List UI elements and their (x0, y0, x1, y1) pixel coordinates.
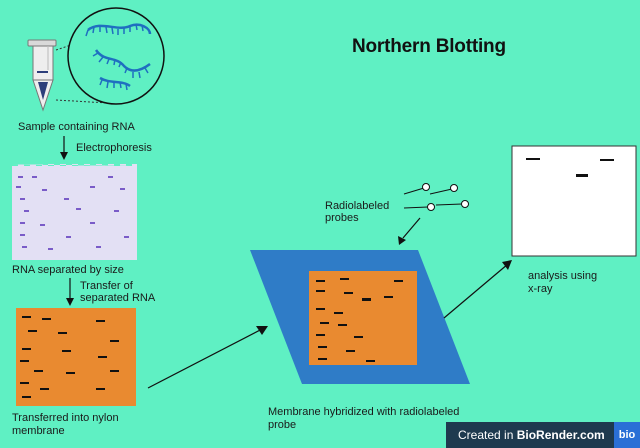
biorender-logo-icon: bio (614, 422, 640, 448)
zoom-lines (55, 37, 109, 104)
badge-text: Created in BioRender.com (446, 428, 614, 442)
gel (12, 164, 137, 260)
transferred-label-line2: membrane (12, 425, 65, 437)
rna-strand-icon (67, 7, 165, 105)
transfer-label-line1: Transfer of (80, 280, 133, 292)
arrow-to-hybridization (147, 326, 268, 389)
hybridized-label-line1: Membrane hybridized with radiolabeled (268, 406, 460, 418)
transferred-label-line1: Transferred into nylon (12, 412, 119, 424)
arrow-to-analysis (443, 260, 512, 319)
arrow-probes (398, 217, 421, 245)
badge-brand: BioRender.com (516, 428, 605, 442)
nylon-membrane (16, 308, 136, 406)
sample-label: Sample containing RNA (18, 121, 135, 133)
arrow-electrophoresis (60, 136, 68, 160)
analysis-label-line1: analysis using (528, 270, 598, 282)
hybridized-membrane (250, 250, 470, 384)
probe-icons (403, 183, 469, 211)
rna-separated-label: RNA separated by size (12, 264, 124, 276)
transfer-label-line2: separated RNA (80, 292, 156, 304)
page-title: Northern Blotting (352, 36, 506, 57)
biorender-badge[interactable]: Created in BioRender.com bio (446, 422, 640, 448)
electrophoresis-label: Electrophoresis (76, 142, 152, 154)
xray-film (511, 145, 637, 257)
arrow-transfer (66, 278, 74, 306)
probes-label-line2: probes (325, 212, 359, 224)
analysis-label-line2: x-ray (528, 283, 553, 295)
probes-label-line1: Radiolabeled (325, 200, 390, 212)
sample-tube-icon (27, 39, 57, 112)
badge-prefix: Created in (458, 428, 517, 442)
hybridized-label-line2: probe (268, 419, 297, 431)
